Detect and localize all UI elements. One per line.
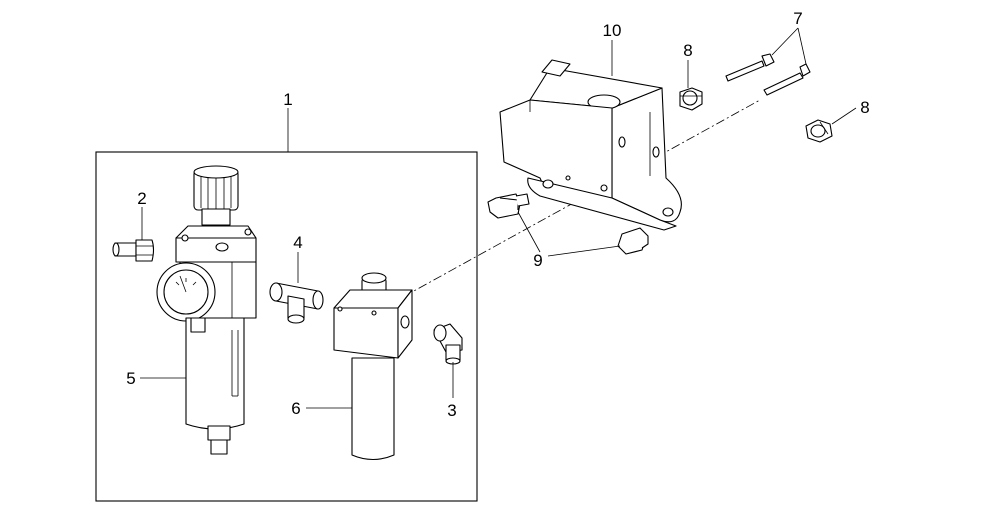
leader-7a [771, 27, 799, 56]
callout-7: 7 [793, 9, 802, 28]
callout-8-upper: 8 [683, 41, 692, 60]
callout-10: 10 [603, 21, 622, 40]
filter-regulator-part [156, 165, 257, 455]
leader-7b [797, 27, 807, 65]
hex-bolt-upper-part [487, 193, 530, 219]
hex-nut-upper-part [679, 87, 703, 111]
leader-9b [547, 245, 621, 257]
leader-8b [831, 107, 857, 125]
tee-fitting-part [269, 282, 324, 324]
hex-nut-lower-part [805, 119, 833, 143]
mounting-bracket-part [499, 59, 682, 231]
long-bolt-upper-part [725, 53, 775, 82]
callout-1: 1 [283, 90, 292, 109]
assembly-frame [95, 151, 478, 502]
callout-6: 6 [291, 399, 300, 418]
callout-3: 3 [447, 401, 456, 420]
hex-bolt-lower-part [617, 227, 649, 255]
callout-5: 5 [126, 369, 135, 388]
leader-9a [517, 211, 541, 253]
callout-2: 2 [137, 189, 146, 208]
assembly-axis-line [373, 99, 761, 314]
callout-8-lower: 8 [860, 98, 869, 117]
callout-9: 9 [533, 251, 542, 270]
elbow-fitting-part [433, 323, 463, 365]
nipple-fitting-part [112, 239, 155, 262]
callout-4: 4 [293, 233, 302, 252]
lubricator-part [333, 272, 413, 461]
long-bolt-lower-part [763, 63, 811, 96]
